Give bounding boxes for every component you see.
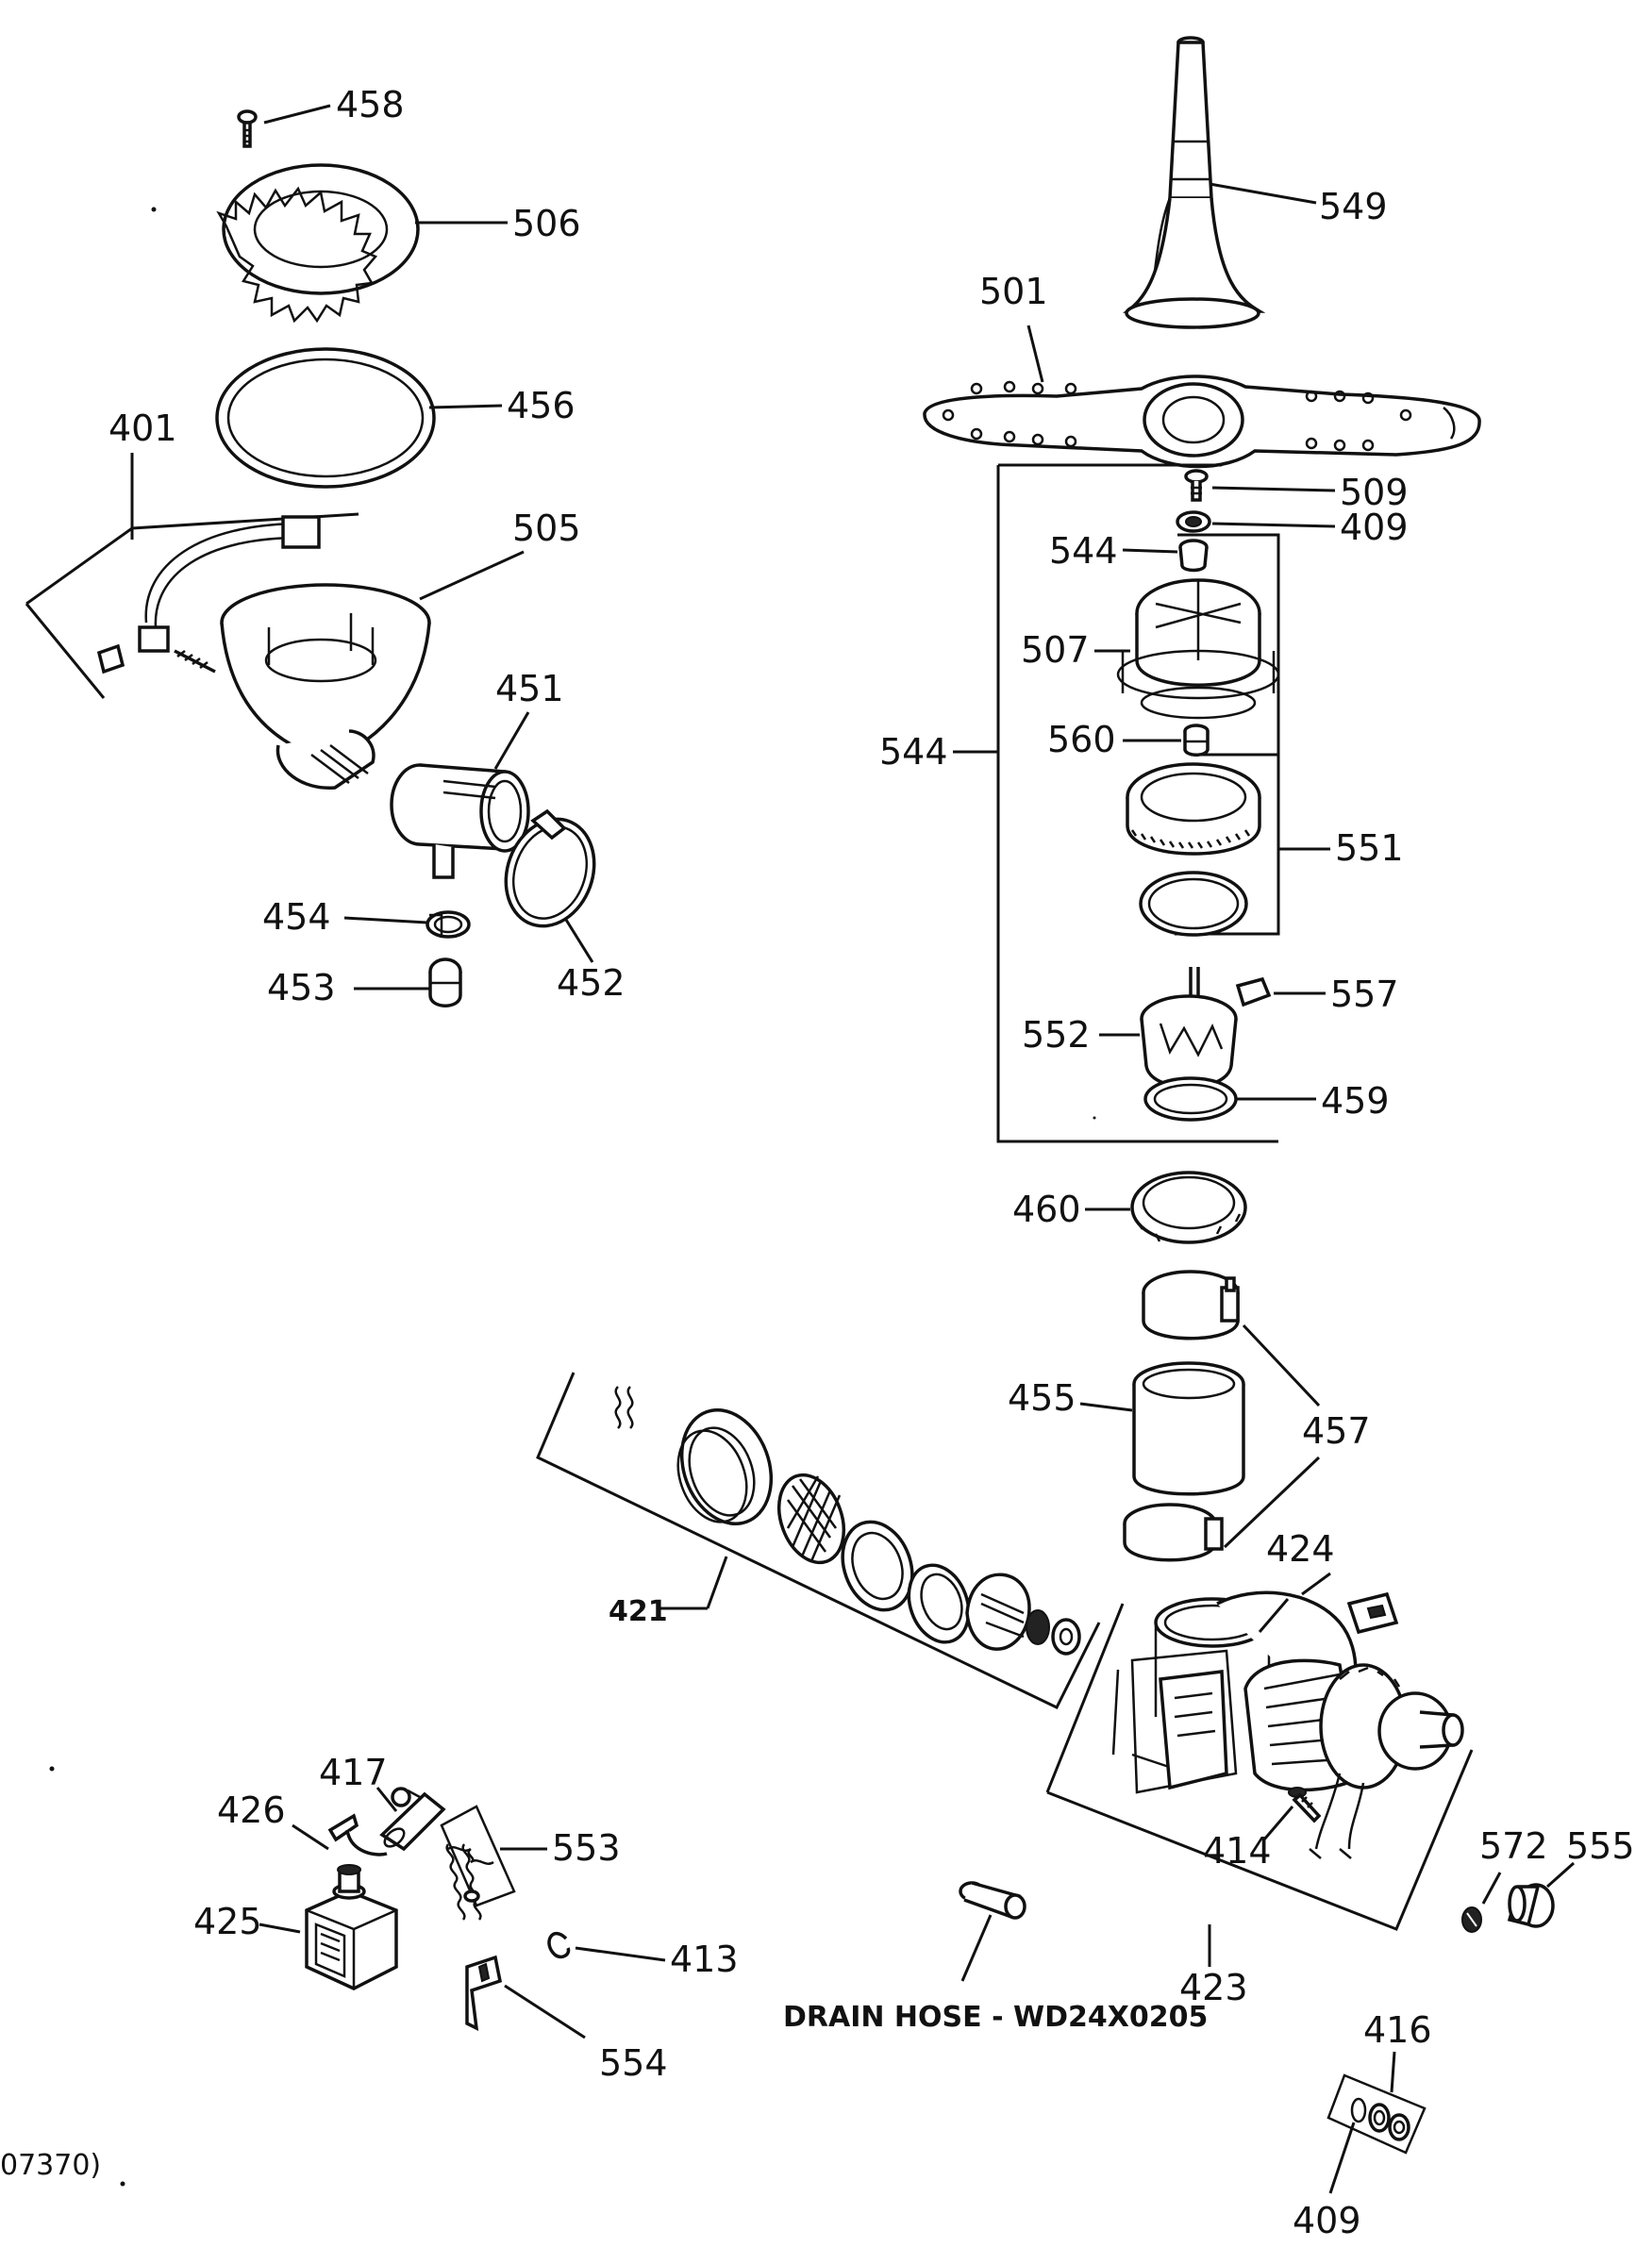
callout-551: 551 — [1335, 827, 1404, 869]
callout-501: 501 — [979, 271, 1048, 312]
callout-544-bottom: 560 — [1047, 719, 1116, 760]
part-551-seal-set — [1126, 762, 1261, 937]
callout-552: 552 — [1022, 1014, 1091, 1056]
callout-424: 424 — [1266, 1528, 1335, 1570]
callout-555: 555 — [1566, 1825, 1635, 1867]
part-drain-hose — [959, 1881, 1026, 1920]
speck — [1093, 1116, 1096, 1120]
part-554-bracket — [465, 1955, 503, 2032]
part-549-spray-tower — [1123, 36, 1266, 329]
part-451-housing — [390, 763, 530, 879]
part-456-gasket — [215, 347, 436, 489]
callout-505: 505 — [512, 508, 581, 549]
callout-549: 549 — [1319, 186, 1388, 227]
part-423-motor-bracket — [1045, 1603, 1474, 1931]
callout-453: 453 — [267, 967, 336, 1008]
callout-544-top: 544 — [1049, 530, 1118, 572]
part-572-clip — [1461, 1906, 1482, 1933]
callout-426: 426 — [217, 1790, 286, 1831]
part-455-hose — [1132, 1361, 1245, 1496]
callout-409-top: 409 — [1340, 507, 1409, 548]
part-544-bushing-top — [1178, 539, 1209, 573]
part-454-small-clamp — [426, 910, 471, 939]
callout-455: 455 — [1008, 1377, 1076, 1419]
callout-460: 460 — [1012, 1189, 1081, 1230]
part-555-plug — [1507, 1883, 1555, 1928]
callout-409-bottom: 409 — [1293, 2200, 1361, 2241]
callout-416: 416 — [1363, 2009, 1432, 2051]
callout-458: 458 — [336, 84, 405, 125]
part-409-washer — [1176, 510, 1211, 533]
part-544-bushing-bottom — [1183, 724, 1210, 757]
part-452-clamp — [504, 808, 596, 928]
part-557-seal — [1235, 976, 1272, 1007]
callout-452: 452 — [557, 962, 626, 1004]
part-416-washer-card — [1327, 2073, 1427, 2155]
callout-451: 451 — [495, 668, 564, 709]
part-453-plug — [428, 957, 462, 1007]
callout-423: 423 — [1179, 1967, 1248, 2008]
speck — [120, 2181, 125, 2187]
part-509-screw — [1184, 469, 1209, 502]
callout-557: 557 — [1330, 974, 1399, 1015]
part-460-ring — [1130, 1171, 1247, 1244]
callout-456: 456 — [507, 385, 576, 426]
part-424-pump-motor — [1111, 1590, 1464, 1859]
part-505-sump — [220, 583, 431, 790]
part-553-spring-bracket — [440, 1805, 516, 1921]
part-458-screw — [237, 109, 258, 148]
callout-413: 413 — [670, 1939, 739, 1980]
callout-553: 553 — [552, 1827, 621, 1869]
callout-459: 459 — [1321, 1080, 1390, 1122]
part-421-filter-assembly — [536, 1372, 1101, 1709]
part-506-filter-cover — [216, 163, 420, 324]
part-426-pin — [327, 1813, 388, 1856]
part-414-screw — [1288, 1787, 1322, 1823]
callout-572: 572 — [1479, 1825, 1548, 1867]
callout-425: 425 — [193, 1901, 262, 1942]
callout-507: 507 — [1021, 629, 1090, 671]
speck — [49, 1766, 55, 1772]
callout-414: 414 — [1203, 1830, 1272, 1872]
part-457-clamp-top — [1142, 1270, 1240, 1340]
callout-509: 509 — [1340, 472, 1409, 513]
callout-457: 457 — [1302, 1410, 1371, 1452]
part-413-e-ring — [547, 1931, 571, 1959]
part-425-solenoid — [305, 1864, 398, 1990]
speck — [151, 207, 157, 212]
corner-code: 07370) — [0, 2149, 101, 2182]
bracket-560 — [996, 463, 1280, 1143]
callout-554: 554 — [599, 2042, 668, 2084]
callout-401: 401 — [108, 408, 177, 449]
callout-560: 544 — [879, 731, 948, 773]
callout-506: 506 — [512, 203, 581, 244]
part-417-lever — [379, 1787, 446, 1852]
drain-hose-label: DRAIN HOSE - WD24X0205 — [783, 2001, 1208, 2034]
part-552-impeller — [1140, 967, 1238, 1122]
part-457-clamp-bottom — [1123, 1503, 1224, 1562]
callout-417: 417 — [319, 1752, 388, 1793]
callout-421: 421 — [609, 1595, 668, 1628]
part-501-spray-arm — [923, 375, 1481, 469]
callout-454: 454 — [262, 896, 331, 938]
part-507-manifold — [1116, 578, 1280, 720]
